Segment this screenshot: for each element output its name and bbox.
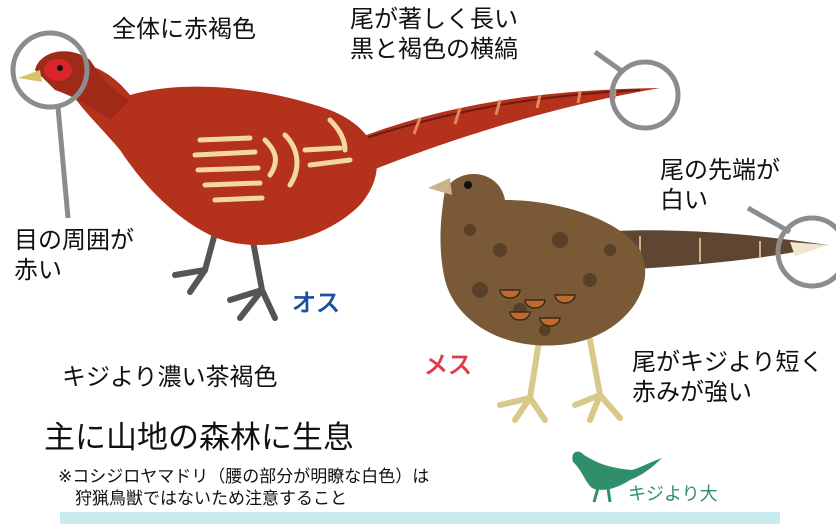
female-tail-label: 尾がキジより短く 赤みが強い bbox=[632, 348, 824, 406]
eye-callout-circle bbox=[10, 30, 90, 110]
size-compare-label: キジより大 bbox=[628, 484, 718, 505]
male-tail-callout-leader bbox=[593, 49, 625, 75]
female-tail-callout-circle bbox=[775, 215, 836, 289]
female-tail-tip-label: 尾の先端が 白い bbox=[660, 156, 780, 214]
habitat-label: 主に山地の森林に生息 bbox=[44, 420, 354, 456]
male-body-color-label: 全体に赤褐色 bbox=[112, 15, 256, 43]
caution-note: ※コシジロヤマドリ（腰の部分が明瞭な白色）は 狩猟鳥獣ではないため注意すること bbox=[58, 467, 430, 509]
male-eye-label: 目の周囲が 赤い bbox=[14, 226, 134, 284]
callout-lines bbox=[10, 30, 836, 289]
pheasant-silhouette-icon bbox=[572, 451, 662, 503]
female-color-label: キジより濃い茶褐色 bbox=[62, 363, 278, 391]
eye-callout-leader bbox=[55, 106, 71, 219]
female-bird-illustration bbox=[428, 173, 828, 423]
female-tag: メス bbox=[424, 351, 472, 379]
male-tag: オス bbox=[292, 289, 340, 317]
footer-band bbox=[60, 512, 780, 524]
male-tail-label: 尾が著しく長い 黒と褐色の横縞 bbox=[350, 5, 518, 63]
female-tail-callout-leader bbox=[746, 205, 792, 235]
male-tail-callout-circle bbox=[609, 59, 681, 131]
